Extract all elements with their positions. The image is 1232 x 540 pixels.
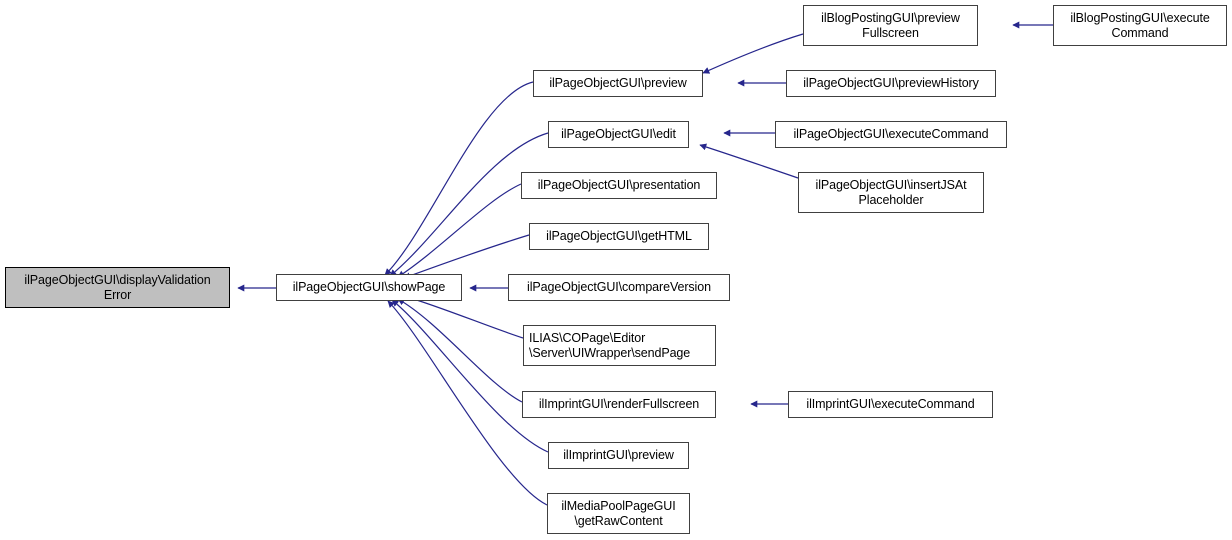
call-edge-imprintPreview-to-showPage	[391, 299, 549, 453]
graph-node-compareVersion[interactable]: ilPageObjectGUI\compareVersion	[508, 274, 730, 301]
graph-node-blogExecuteCommand[interactable]: ilBlogPostingGUI\execute Command	[1053, 5, 1227, 46]
graph-node-imprintExecuteCommand[interactable]: ilImprintGUI\executeCommand	[788, 391, 993, 418]
graph-node-previewFullscreen[interactable]: ilBlogPostingGUI\preview Fullscreen	[803, 5, 978, 46]
graph-node-showPage[interactable]: ilPageObjectGUI\showPage	[276, 274, 462, 301]
graph-node-sendPage[interactable]: ILIAS\COPage\Editor \Server\UIWrapper\se…	[523, 325, 716, 366]
call-edge-sendPage-to-showPage	[403, 294, 524, 339]
graph-node-getRawContent[interactable]: ilMediaPoolPageGUI \getRawContent	[547, 493, 690, 534]
graph-node-renderFullscreen[interactable]: ilImprintGUI\renderFullscreen	[522, 391, 716, 418]
graph-node-insertJSAtPlaceholder[interactable]: ilPageObjectGUI\insertJSAt Placeholder	[798, 172, 984, 213]
call-edge-previewFullscreen-to-preview	[702, 33, 804, 74]
graph-node-getHTML[interactable]: ilPageObjectGUI\getHTML	[529, 223, 709, 250]
graph-node-previewHistory[interactable]: ilPageObjectGUI\previewHistory	[786, 70, 996, 97]
graph-node-presentation[interactable]: ilPageObjectGUI\presentation	[521, 172, 717, 199]
graph-node-imprintPreview[interactable]: ilImprintGUI\preview	[548, 442, 689, 469]
call-edge-renderFullscreen-to-showPage	[397, 298, 523, 403]
call-edge-presentation-to-showPage	[397, 183, 522, 278]
call-edge-preview-to-showPage	[384, 81, 534, 276]
call-edge-getHTML-to-showPage	[403, 234, 530, 280]
graph-node-edit[interactable]: ilPageObjectGUI\edit	[548, 121, 689, 148]
call-edge-edit-to-showPage	[389, 132, 549, 277]
graph-node-executeCommandPage[interactable]: ilPageObjectGUI\executeCommand	[775, 121, 1007, 148]
graph-node-preview[interactable]: ilPageObjectGUI\preview	[533, 70, 703, 97]
graph-node-displayValidationError[interactable]: ilPageObjectGUI\displayValidation Error	[5, 267, 230, 308]
